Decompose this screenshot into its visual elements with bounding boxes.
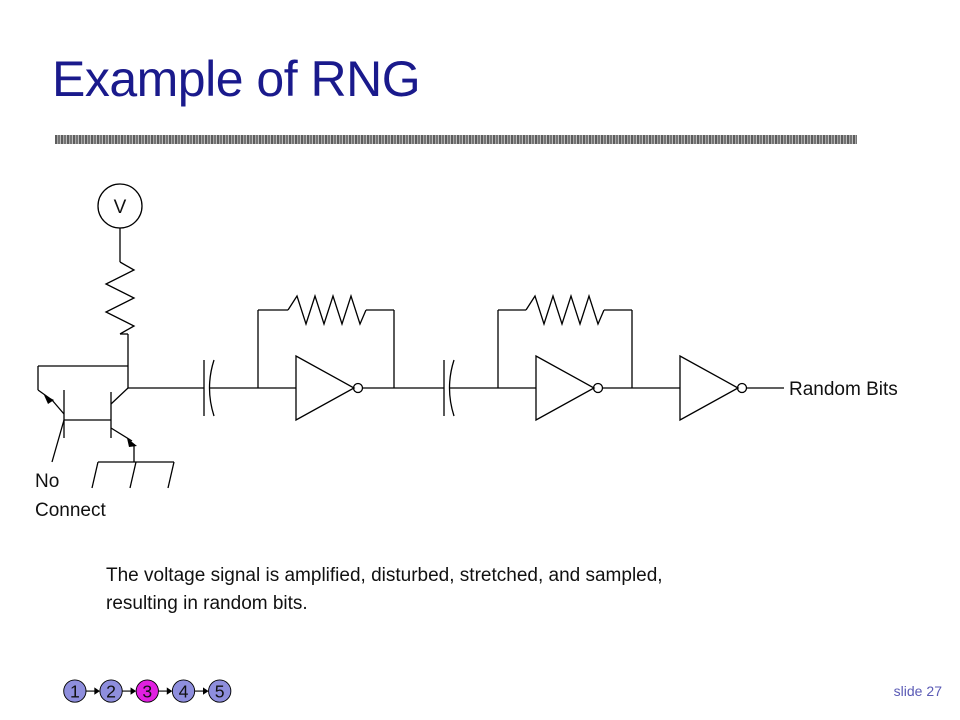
nav-item-2[interactable]: 2: [99, 679, 123, 703]
nav-item-5[interactable]: 5: [208, 679, 232, 703]
inverter-1: [295, 354, 356, 422]
nav-item-1[interactable]: 1: [63, 679, 87, 703]
output-label: Random Bits: [789, 379, 898, 400]
nav-arrow-icon: [94, 687, 100, 695]
nav-item-label: 5: [215, 682, 225, 702]
no-connect-label-line1: No: [35, 471, 59, 492]
inverter-3: [679, 354, 740, 422]
slide-navigation: 1 2 3 4 5: [63, 679, 232, 703]
nav-item-label: 1: [70, 682, 80, 702]
slide-number-label: slide: [893, 683, 923, 699]
no-connect-label-line2: Connect: [35, 500, 106, 521]
nav-item-4[interactable]: 4: [171, 679, 196, 703]
emitter-arrow-right: [127, 438, 137, 447]
emitter-arrow-left: [44, 395, 54, 404]
nav-arrow-icon: [130, 687, 137, 695]
slide-caption: The voltage signal is amplified, disturb…: [106, 562, 826, 618]
slide-number-value: 27: [926, 683, 942, 699]
caption-line-2: resulting in random bits.: [106, 593, 308, 614]
capacitor-2-curve: [448, 359, 455, 417]
nav-item-label: 2: [106, 682, 116, 702]
title-divider: [55, 135, 857, 144]
nav-arrow-icon: [203, 687, 209, 695]
feedback-resistor-2: [525, 293, 605, 327]
caption-line-1: The voltage signal is amplified, disturb…: [106, 565, 663, 586]
nav-item-3[interactable]: 3: [135, 679, 159, 703]
feedback-resistor-1: [287, 293, 367, 327]
voltage-source-label: V: [114, 197, 127, 218]
bias-resistor: [104, 261, 136, 335]
inverter-2: [535, 354, 596, 422]
nav-arrow-icon: [166, 687, 173, 695]
slide-title: Example of RNG: [52, 51, 421, 107]
nav-item-label: 3: [142, 682, 152, 702]
capacitor-1-curve: [208, 359, 215, 417]
nav-item-label: 4: [179, 682, 189, 702]
